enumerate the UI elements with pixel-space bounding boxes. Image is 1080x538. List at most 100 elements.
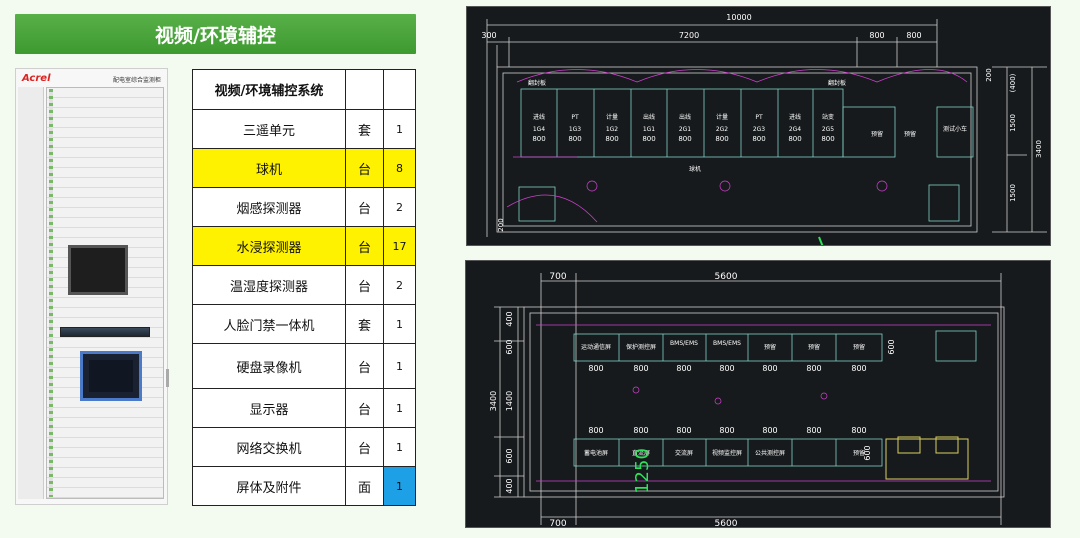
item-name: 三遥单元 [192,109,346,149]
panel-width: 800 [806,364,821,373]
panel-label: 进线 [533,113,545,121]
dim-v-f: 200 [497,218,505,231]
cabinet-label: 配电室综合监测柜 [112,77,161,84]
panel-width: 800 [642,135,655,143]
dim-v-e: 200 [985,68,993,81]
panel-width: 800 [678,135,691,143]
item-name: 屏体及附件 [192,466,346,506]
panel-label: 出线 [679,113,691,121]
green-marker: 1250 [632,448,653,494]
panel-label: 公共测控屏 [755,449,785,457]
ball-camera-label: 球机 [689,165,701,173]
panel-label: BMS/EMS [713,340,741,347]
panel-label: 运动通信屏 [581,343,611,351]
panel-label: 预留 [904,130,916,138]
item-qty: 1 [383,388,416,428]
cabinet-monitor [68,245,128,295]
dim-v: 600 [505,339,514,354]
cabinet-touch-screen [80,351,142,401]
item-qty: 8 [383,148,416,188]
panel-width: 800 [588,364,603,373]
table-header: 视频/环境辅控系统 [192,69,346,110]
dim-right-a: 800 [869,31,884,40]
label-seal-right: 翻封板 [828,79,846,87]
item-name: 球机 [192,148,346,188]
panel-code: 2G4 [789,126,801,133]
dim-bottom-b: 5600 [715,519,738,528]
cad-drawing-bottom: 700 5600 700 5600 400 600 3400 1400 600 … [465,260,1051,528]
panel-code: 2G2 [716,126,728,133]
item-name: 硬盘录像机 [192,343,346,389]
panel-width: 800 [719,364,734,373]
cabinet-indicator-strip [49,89,53,497]
table-header-blank [345,69,384,110]
panel-width: 800 [762,364,777,373]
panel-code: 1G3 [569,126,581,133]
cabinet-handle [166,369,169,387]
panel-label: 直流屏 [632,449,650,457]
item-name: 烟感探测器 [192,187,346,227]
dim-right-b: 800 [906,31,921,40]
panel-label: 进线 [789,113,801,121]
panel-width: 800 [676,364,691,373]
panel-label: 交流屏 [675,449,693,457]
item-unit: 台 [345,388,384,428]
item-unit: 台 [345,427,384,467]
panel-label: PT [571,114,579,121]
item-name: 温湿度探测器 [192,265,346,305]
panel-label: 计量 [716,113,728,121]
section-title-banner: 视频/环境辅控 [15,14,416,54]
item-qty: 1 [383,466,416,506]
panel-width: 800 [676,426,691,435]
dim-top-a: 700 [549,272,566,282]
dim-v: 400 [505,478,514,493]
dim-v: 1400 [505,391,514,411]
cabinet-image: Acrel 配电室综合监测柜 [15,68,169,505]
dim-bottom-a: 700 [549,519,566,528]
item-unit: 台 [345,187,384,227]
item-qty: 1 [383,109,416,149]
panel-label: BMS/EMS [670,340,698,347]
panel-label: 出线 [643,113,655,121]
panel-code: 2G3 [753,126,765,133]
panel-code: 1G4 [533,126,545,133]
panel-label: 测试小车 [943,125,967,133]
item-name: 显示器 [192,388,346,428]
item-unit: 套 [345,109,384,149]
dim-v-b: 1500 [1009,114,1017,132]
dim-mid: 7200 [679,31,699,40]
panel-width: 800 [851,364,866,373]
panel-width: 800 [821,135,834,143]
panel-label: 预留 [853,343,865,351]
item-qty: 1 [383,343,416,389]
dim-v: 400 [505,311,514,326]
panel-width: 800 [633,426,648,435]
panel-label: 计量 [606,113,618,121]
panel-code: 2G1 [679,126,691,133]
panel-code: 1G2 [606,126,618,133]
brand-logo: Acrel [22,73,51,84]
panel-label: 预留 [808,343,820,351]
item-name: 人脸门禁一体机 [192,304,346,344]
panel-width: 800 [605,135,618,143]
panel-code: 2G5 [822,126,834,133]
panel-width: 800 [788,135,801,143]
panel-label: 保护测控屏 [626,343,656,351]
dim-v: 600 [505,448,514,463]
dim-left: 300 [481,31,496,40]
panel-width: 800 [532,135,545,143]
cad-drawing-top: 10000 300 7200 800 800 (400) 1500 3400 1… [466,6,1051,246]
item-unit: 台 [345,226,384,266]
panel-label: 预留 [853,449,865,457]
label-seal-left: 翻封板 [528,79,546,87]
item-unit: 面 [345,466,384,506]
